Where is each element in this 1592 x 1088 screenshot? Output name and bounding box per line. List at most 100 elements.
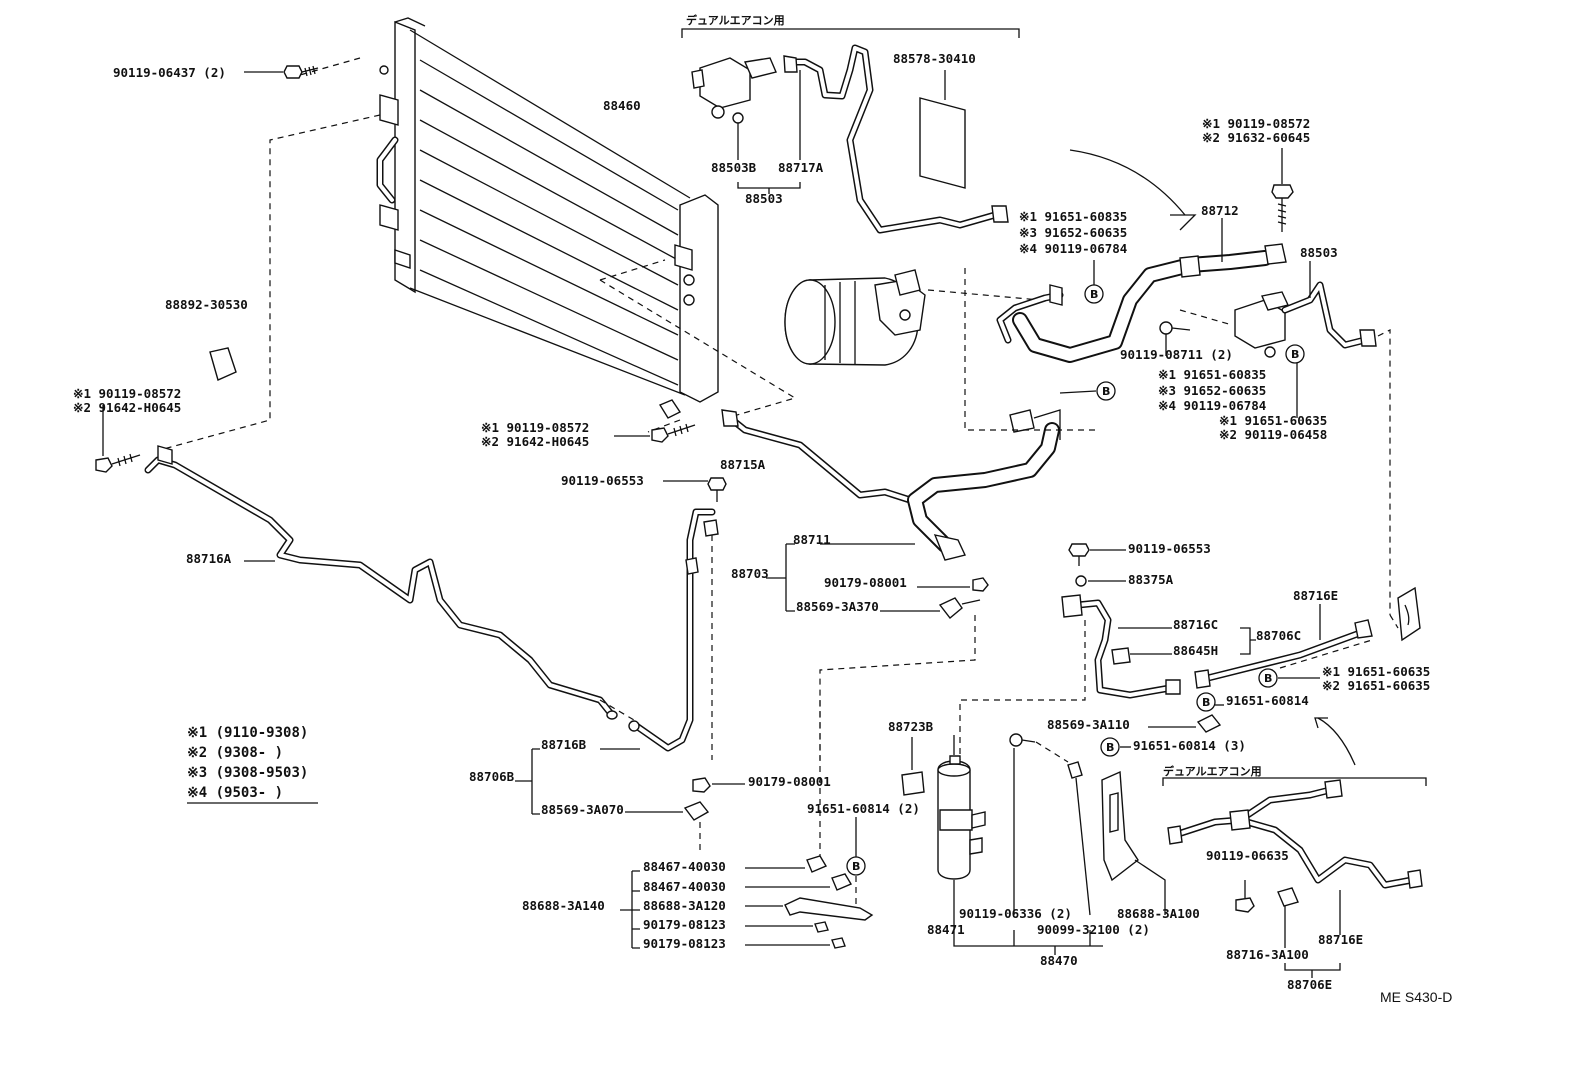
part-label-l39: 88645H xyxy=(1173,643,1218,658)
part-label-l02: 88460 xyxy=(603,98,641,113)
clip-88467-40030-a xyxy=(806,855,828,873)
clamp-88569-3A070 xyxy=(683,801,710,821)
part-label-l64: 88716E xyxy=(1318,932,1363,947)
part-label-l03: 88892-30530 xyxy=(165,297,248,312)
part-label-l46: 88723B xyxy=(888,719,934,734)
part-label-l59: 88688-3A100 xyxy=(1117,906,1200,921)
balloon-b-6: B xyxy=(1100,737,1120,757)
part-label-l30: ※3 91652-60635 xyxy=(1158,383,1266,398)
bolt-90119-08572-upper-right xyxy=(1271,184,1294,232)
part-label-l63: 90119-06635 xyxy=(1206,848,1289,863)
nut-90179-08001-a xyxy=(972,577,989,592)
svg-text:B: B xyxy=(1291,348,1299,361)
part-label-l26: 88712 xyxy=(1201,203,1239,218)
part-label-l05: ※2 91642-H0645 xyxy=(73,400,181,415)
svg-text:B: B xyxy=(1102,385,1110,398)
part-label-l16: デュアルエアコン用 xyxy=(686,13,785,27)
part-label-l28: 90119-08711 (2) xyxy=(1120,347,1233,362)
valve-88503-right xyxy=(1234,281,1377,358)
svg-text:B: B xyxy=(1090,288,1098,301)
part-label-l25: ※2 91632-60645 xyxy=(1202,130,1310,145)
part-label-l41: ※2 91651-60635 xyxy=(1322,678,1430,693)
hose-88711 xyxy=(907,409,1061,561)
part-label-l35: 88375A xyxy=(1128,572,1174,587)
bolt-90119-08711 xyxy=(1159,321,1191,335)
part-label-l11: 88716A xyxy=(186,551,232,566)
balloon-b-7: B xyxy=(846,856,866,876)
part-label-l48: 88706B xyxy=(469,769,515,784)
part-label-l23: ※4 90119-06784 xyxy=(1019,241,1127,256)
part-label-l58: 90119-06336 (2) xyxy=(959,906,1072,921)
part-label-l60: 88471 xyxy=(927,922,965,937)
part-label-l61: 90099-32100 (2) xyxy=(1037,922,1150,937)
pad-88892-30530 xyxy=(209,347,237,381)
pipe-88717A xyxy=(783,44,1009,234)
part-label-l50: 88569-3A070 xyxy=(541,802,624,817)
part-label-l31: ※4 90119-06784 xyxy=(1158,398,1266,413)
balloon-b-1: B xyxy=(1084,284,1104,304)
pipe-88716C xyxy=(1061,594,1181,699)
part-label-l07: ※2 91642-H0645 xyxy=(481,434,589,449)
part-label-l47: 88716B xyxy=(541,737,587,752)
part-label-l01: 90119-06437 (2) xyxy=(113,65,226,80)
nut-90179-08123-b xyxy=(831,937,846,949)
bracket-88688-3A120 xyxy=(784,897,874,921)
pipe-88716B xyxy=(628,508,719,752)
clamp-88569-3A110 xyxy=(1196,714,1222,733)
part-label-l14: 90179-08001 xyxy=(824,575,907,590)
part-label-l54: 88688-3A140 xyxy=(522,898,605,913)
condenser-88460 xyxy=(376,17,719,419)
clamp-88569-3A370 xyxy=(938,597,981,620)
bracket-plate-right xyxy=(1397,586,1421,642)
legend-row-1: ※1 (9110-9308) xyxy=(187,725,308,741)
clamp-88716-3A100 xyxy=(1277,887,1299,948)
part-label-l40: ※1 91651-60635 xyxy=(1322,664,1430,679)
part-label-l44: 91651-60814 (3) xyxy=(1133,738,1246,753)
part-label-l10: 90119-06553 xyxy=(561,473,644,488)
balloon-b-4: B xyxy=(1258,668,1278,688)
condenser-fins xyxy=(419,59,679,386)
part-label-l24: ※1 90119-08572 xyxy=(1202,116,1310,131)
part-label-l34: 90119-06553 xyxy=(1128,541,1211,556)
part-label-l65: 88716-3A100 xyxy=(1226,947,1309,962)
valve-88503B xyxy=(691,57,777,160)
part-label-l04: ※1 90119-08572 xyxy=(73,386,181,401)
part-label-l18: 88503B xyxy=(711,160,757,175)
svg-text:B: B xyxy=(1106,741,1114,754)
part-label-l13: 88703 xyxy=(731,566,769,581)
nut-90179-08001-b xyxy=(692,777,711,793)
part-label-l20: 88503 xyxy=(745,191,783,206)
part-label-l09: 88715A xyxy=(720,457,766,472)
bracket-88688-3A100 xyxy=(1101,770,1139,882)
receiver-dryer-88471 xyxy=(937,755,986,880)
part-label-l37: 88716C xyxy=(1173,617,1218,632)
part-label-l56: 90179-08123 xyxy=(643,917,726,932)
part-label-l51: 91651-60814 (2) xyxy=(807,801,920,816)
nut-90179-08123-a xyxy=(814,921,829,933)
part-label-l33: ※2 90119-06458 xyxy=(1219,427,1327,442)
part-labels: 90119-06437 (2) 88460 88892-30530 ※1 90119-… xyxy=(73,13,1430,992)
bolt-90119-06336 xyxy=(1009,733,1036,747)
balloon-b-5: B xyxy=(1196,692,1216,712)
clip-88467-40030-b xyxy=(831,873,853,891)
svg-text:B: B xyxy=(1264,672,1272,685)
balloon-b-2: B xyxy=(1096,381,1116,401)
dual-ac-bracket-bottom xyxy=(1162,777,1427,786)
bolt-90119-06437 xyxy=(283,65,319,79)
part-label-l06: ※1 90119-08572 xyxy=(481,420,589,435)
part-label-l32: ※1 91651-60635 xyxy=(1219,413,1327,428)
part-label-l62: 88470 xyxy=(1040,953,1078,968)
part-label-l55: 88688-3A120 xyxy=(643,898,726,913)
bolt-90119-06553-lower xyxy=(1068,543,1090,566)
part-label-l53: 88467-40030 xyxy=(643,879,726,894)
part-label-l43: 88569-3A110 xyxy=(1047,717,1130,732)
svg-text:B: B xyxy=(852,860,860,873)
part-label-l42: 91651-60814 xyxy=(1226,693,1309,708)
part-label-l38: 88706C xyxy=(1256,628,1301,643)
pipe-88716A xyxy=(144,445,618,720)
dual-ac-bracket-top xyxy=(681,28,1020,38)
legend-row-3: ※3 (9308-9503) xyxy=(187,765,308,781)
part-label-l22: ※3 91652-60635 xyxy=(1019,225,1127,240)
